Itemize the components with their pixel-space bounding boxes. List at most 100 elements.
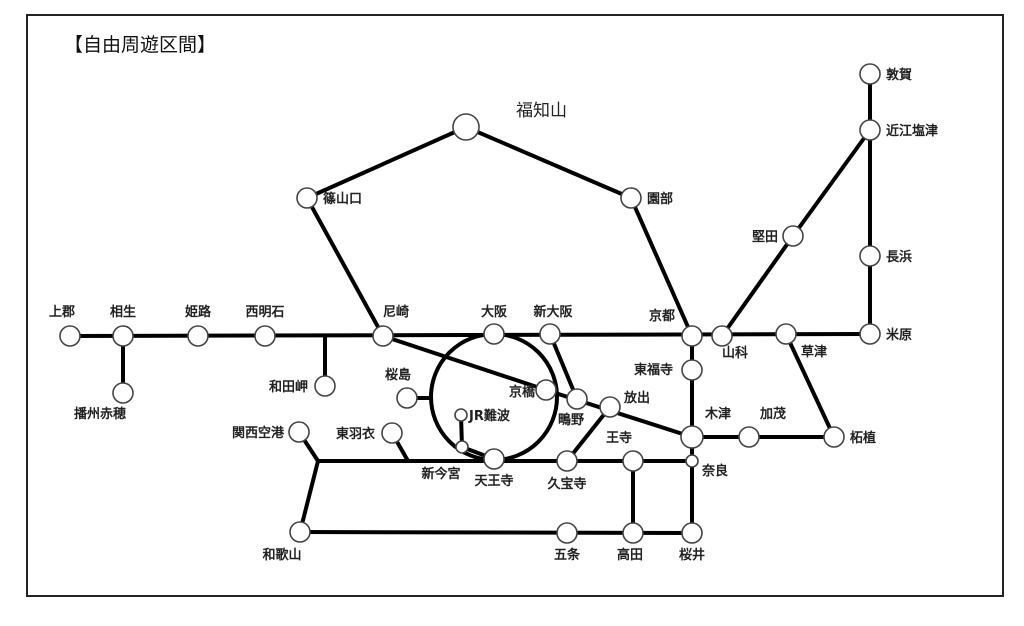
station-label: 草津 <box>801 344 827 360</box>
station-marker <box>254 325 276 347</box>
station-label: JR難波 <box>468 408 511 424</box>
station-label: 相生 <box>110 304 136 320</box>
station-hanaten: 放出 <box>599 390 650 418</box>
station-kansai-airport: 関西空港 <box>232 421 310 443</box>
station-nagahama: 長浜 <box>859 245 912 267</box>
station-label: 王寺 <box>606 430 632 446</box>
station-label: 尼崎 <box>383 304 409 320</box>
station-shigino: 鴫野 <box>558 388 588 428</box>
station-marker <box>711 325 733 347</box>
station-label: 五条 <box>554 547 581 563</box>
station-label: 放出 <box>623 390 650 406</box>
station-marker <box>859 245 881 267</box>
station-label: 篠山口 <box>323 191 362 207</box>
map-title: 【自由周遊区間】 <box>64 34 217 56</box>
stations: 福知山篠山口園部敦賀近江塩津堅田長浜米原草津山科京都東福寺木津加茂柘植奈良桜井高… <box>49 63 938 563</box>
station-label: 大阪 <box>481 304 508 320</box>
rail-segment <box>306 125 467 200</box>
station-marker <box>738 426 760 448</box>
station-label: 奈良 <box>701 463 728 479</box>
station-shin-osaka: 新大阪 <box>533 304 573 345</box>
station-label: 西明石 <box>245 305 284 320</box>
station-marker <box>296 187 318 209</box>
station-kyoto: 京都 <box>649 308 703 347</box>
rail-segment <box>548 333 579 400</box>
station-sakurai: 桜井 <box>679 522 705 563</box>
station-marker <box>599 396 621 418</box>
station-wadamisaki: 和田岬 <box>269 375 336 397</box>
station-marker <box>680 425 704 449</box>
station-tofukuji: 東福寺 <box>634 359 703 381</box>
station-label: 木津 <box>704 406 731 422</box>
station-kizu: 木津 <box>680 406 731 449</box>
station-higashi-hagoromo: 東羽衣 <box>336 422 403 444</box>
station-marker <box>483 448 505 470</box>
station-kusatsu: 草津 <box>775 323 827 360</box>
station-oji: 王寺 <box>606 430 644 472</box>
station-label: 園部 <box>647 191 673 207</box>
station-marker <box>859 119 881 141</box>
station-marker <box>681 522 703 544</box>
station-label: 京都 <box>649 308 675 324</box>
station-marker <box>454 408 468 422</box>
station-label: 高田 <box>617 547 643 563</box>
station-marker <box>859 63 881 85</box>
station-label: 桜井 <box>679 547 705 563</box>
station-shin-imamiya: 新今宮 <box>421 440 469 482</box>
rail-segment <box>305 197 385 337</box>
station-label: 福知山 <box>516 101 567 121</box>
station-label: 姫路 <box>185 304 212 320</box>
station-marker <box>289 521 311 543</box>
station-label: 京橋 <box>509 384 536 400</box>
rail-segment <box>565 405 612 463</box>
rail-lines <box>69 74 872 535</box>
rail-segment <box>629 197 694 337</box>
station-aioi: 相生 <box>110 304 136 347</box>
station-tsuruga: 敦賀 <box>859 63 912 85</box>
rail-segment <box>298 460 320 533</box>
station-label: 関西空港 <box>232 425 285 441</box>
station-label: 天王寺 <box>474 473 513 489</box>
station-label: 上郡 <box>49 305 75 320</box>
station-label: 近江塩津 <box>886 123 938 139</box>
station-label: 東福寺 <box>634 362 673 378</box>
station-label: 長浜 <box>886 249 912 265</box>
station-marker <box>288 421 310 443</box>
station-himeji: 姫路 <box>185 304 212 347</box>
station-marker <box>566 388 588 410</box>
station-marker <box>681 325 703 347</box>
station-omi-shiotsu: 近江塩津 <box>859 119 938 141</box>
station-amagasaki: 尼崎 <box>372 304 409 347</box>
station-marker <box>396 387 418 409</box>
station-marker <box>622 450 644 472</box>
station-marker <box>381 422 403 444</box>
station-marker <box>455 440 469 454</box>
station-label: 和田岬 <box>269 379 308 395</box>
station-marker <box>685 454 699 468</box>
station-yamashina: 山科 <box>711 325 748 361</box>
station-wakayama: 和歌山 <box>262 521 311 563</box>
station-marker <box>556 450 578 472</box>
station-marker <box>622 522 644 544</box>
station-marker <box>314 375 336 397</box>
station-label: 桜島 <box>385 367 411 383</box>
rail-segment <box>791 128 872 238</box>
station-marker <box>539 323 561 345</box>
station-label: 鴫野 <box>558 412 584 428</box>
station-label: 米原 <box>886 327 912 343</box>
station-marker <box>535 379 557 401</box>
station-marker <box>556 522 578 544</box>
station-marker <box>112 325 134 347</box>
station-maibara: 米原 <box>859 323 912 345</box>
map-frame <box>26 14 1004 597</box>
station-marker <box>59 325 81 347</box>
station-fukuchiyama: 福知山 <box>452 101 567 141</box>
station-osaka: 大阪 <box>481 304 508 345</box>
station-marker <box>372 325 394 347</box>
station-marker <box>112 382 134 404</box>
station-marker <box>620 187 642 209</box>
station-sonobe: 園部 <box>620 187 673 209</box>
station-sasayamaguchi: 篠山口 <box>296 187 362 209</box>
station-marker <box>782 225 804 247</box>
